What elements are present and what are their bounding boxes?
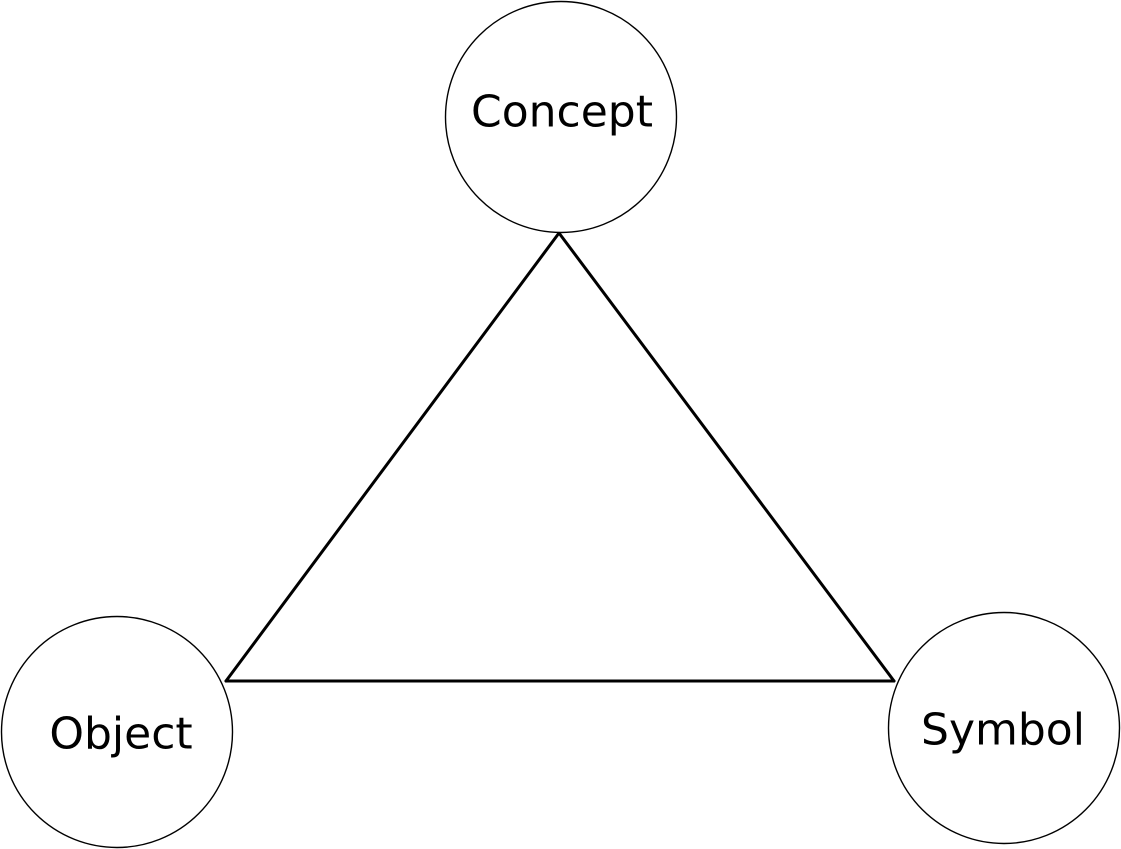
node-concept: Concept — [444, 0, 678, 234]
node-concept-label: Concept — [471, 87, 653, 138]
node-concept-circle — [444, 0, 678, 234]
node-symbol: Symbol — [887, 611, 1121, 845]
edge-concept-object — [224, 231, 561, 683]
node-object-circle — [0, 615, 234, 849]
node-symbol-circle — [887, 611, 1121, 845]
node-object: Object — [0, 615, 234, 849]
node-object-label: Object — [49, 709, 192, 760]
node-symbol-label: Symbol — [921, 705, 1085, 756]
edge-concept-symbol — [557, 231, 896, 683]
